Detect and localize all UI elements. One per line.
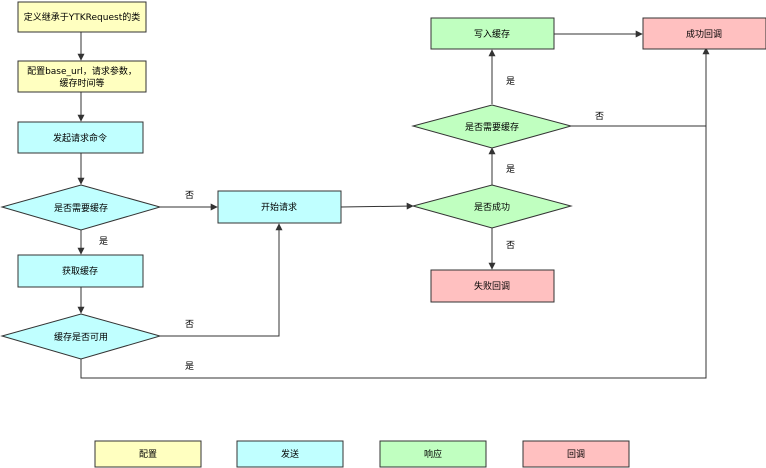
edge-start-to-is-success [340,202,414,210]
edge-usable-to-success [80,47,710,379]
node-define-class-label: 定义继承于YTKRequest的类 [24,11,140,23]
label-need-cache-yes: 是 [99,236,108,247]
node-send-command-label: 发起请求命令 [53,132,107,144]
node-write-cache-label: 写入缓存 [474,28,510,40]
node-get-cache-label: 获取缓存 [62,265,98,277]
legend-send-label: 发送 [281,448,299,460]
legend-send-swatch [236,440,344,468]
legend-response-label: 响应 [424,448,442,460]
legend-labels: 配置 发送 响应 回调 [139,448,585,460]
legend [94,440,630,468]
edge-labels: 否 是 否 是 是 否 是 否 [99,76,604,372]
node-fail-callback-label: 失败回调 [474,280,510,292]
node-write-cache-box [430,17,555,50]
node-need-cache-1-label: 是否需要缓存 [54,202,108,214]
node-success-callback-box [642,17,766,50]
node-config-params-label-line1: 配置base_url，请求参数， [27,65,137,77]
node-is-success-label: 是否成功 [474,201,510,213]
node-need-cache-1-diamond [0,184,162,231]
legend-callback-swatch [522,440,630,468]
label-need-cache-2-no: 否 [595,111,604,122]
node-success-callback-label: 成功回调 [686,28,722,40]
node-define-class-box [17,1,147,33]
node-need-cache-2-diamond [411,104,573,149]
edge-usable-to-start [160,223,283,337]
node-start-request-box [217,190,342,224]
label-need-cache-no: 否 [185,190,194,201]
legend-callback-label: 回调 [567,449,585,460]
label-need-cache-2-yes: 是 [506,76,515,87]
node-labels: 定义继承于YTKRequest的类 配置base_url，请求参数， 缓存时间等… [24,11,722,343]
node-get-cache-box [17,254,144,288]
node-cache-usable-label: 缓存是否可用 [54,331,108,343]
label-cache-usable-yes: 是 [185,361,194,372]
node-cache-usable-diamond [0,313,162,360]
node-config-params-box [17,60,147,93]
node-need-cache-2-label: 是否需要缓存 [465,121,519,133]
edges [77,30,710,379]
node-start-request-label: 开始请求 [261,201,297,213]
node-config-params-label-line2: 缓存时间等 [59,77,104,89]
node-send-command-box [17,121,144,154]
nodes [0,1,766,360]
label-is-success-no: 否 [506,240,515,251]
node-fail-callback-box [430,269,555,303]
legend-config-swatch [94,440,202,468]
label-is-success-yes: 是 [506,164,515,175]
label-cache-usable-no: 否 [185,319,194,330]
legend-config-label: 配置 [139,449,157,460]
legend-response-swatch [379,440,487,468]
node-is-success-diamond [411,184,573,229]
